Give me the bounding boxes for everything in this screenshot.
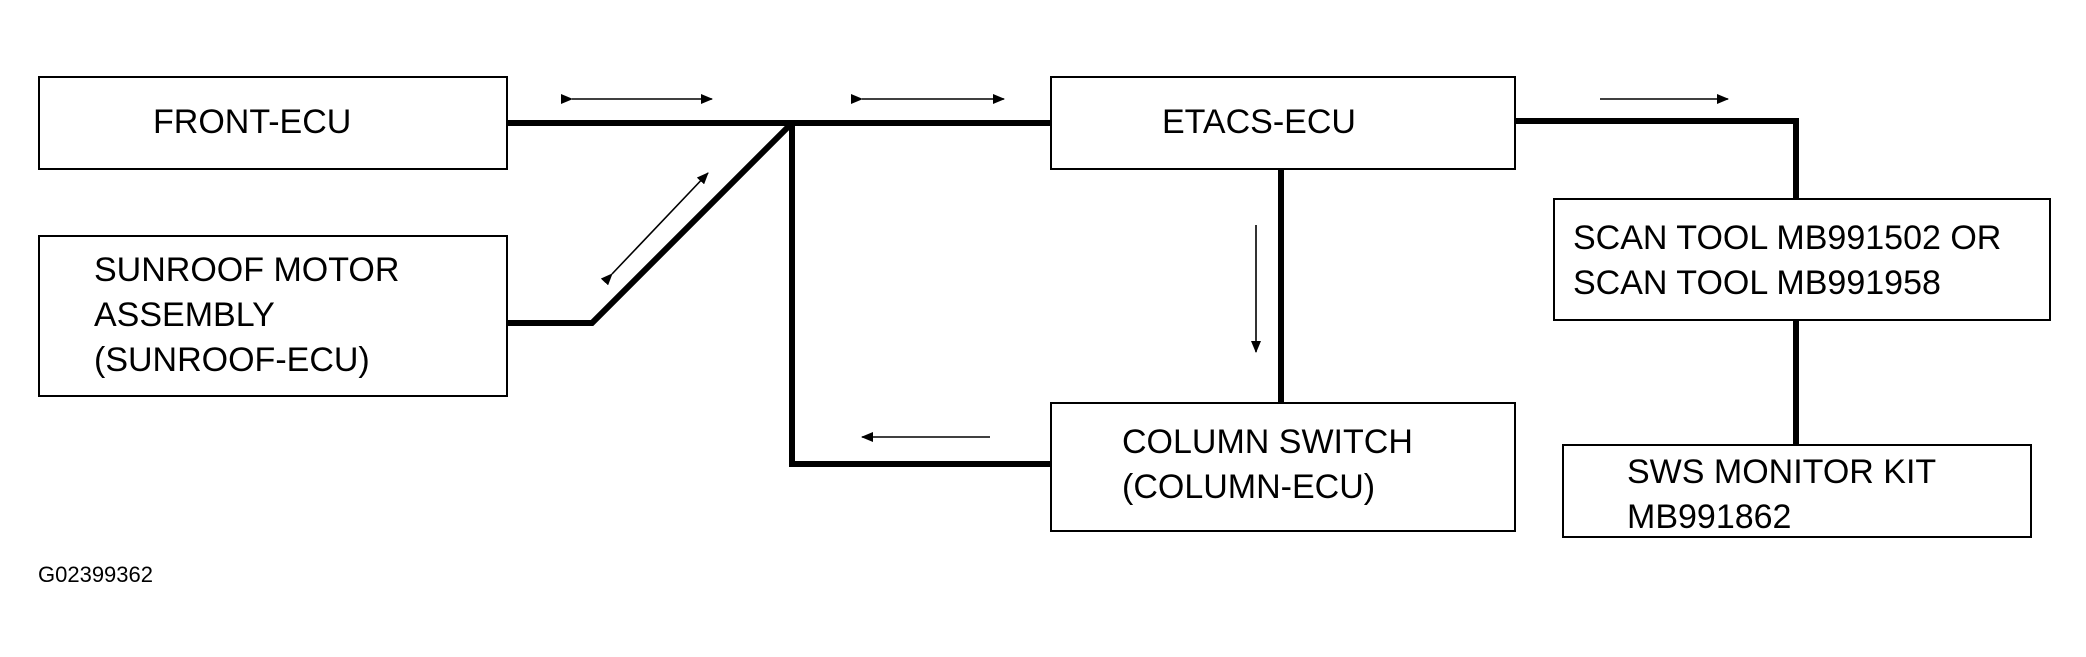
sunroof-motor-box xyxy=(38,235,508,397)
column-switch-label: COLUMN SWITCH (COLUMN-ECU) xyxy=(1122,423,1413,506)
scan-tool-box xyxy=(1553,198,2051,321)
front-ecu-label: FRONT-ECU xyxy=(153,103,352,141)
sws-monitor-kit-label: SWS MONITOR KIT MB991862 xyxy=(1627,453,1937,536)
scan-tool-label: SCAN TOOL MB991502 OR SCAN TOOL MB991958 xyxy=(1573,219,2002,302)
etacs-ecu-label: ETACS-ECU xyxy=(1162,103,1356,141)
sws-monitor-kit-box xyxy=(1562,444,2032,538)
sunroof-motor-label: SUNROOF MOTOR ASSEMBLY (SUNROOF-ECU) xyxy=(94,251,400,379)
column-switch-box xyxy=(1050,402,1516,532)
bus-sunroof-branch xyxy=(508,120,795,326)
bus-etacs-to-scan-tool xyxy=(1516,118,1799,198)
arrow-sunroof-bidirectional xyxy=(600,172,709,286)
front-ecu-box xyxy=(38,76,508,170)
etacs-ecu-box xyxy=(1050,76,1516,170)
bus-column-branch xyxy=(789,123,1050,467)
figure-code: G02399362 xyxy=(38,562,153,587)
